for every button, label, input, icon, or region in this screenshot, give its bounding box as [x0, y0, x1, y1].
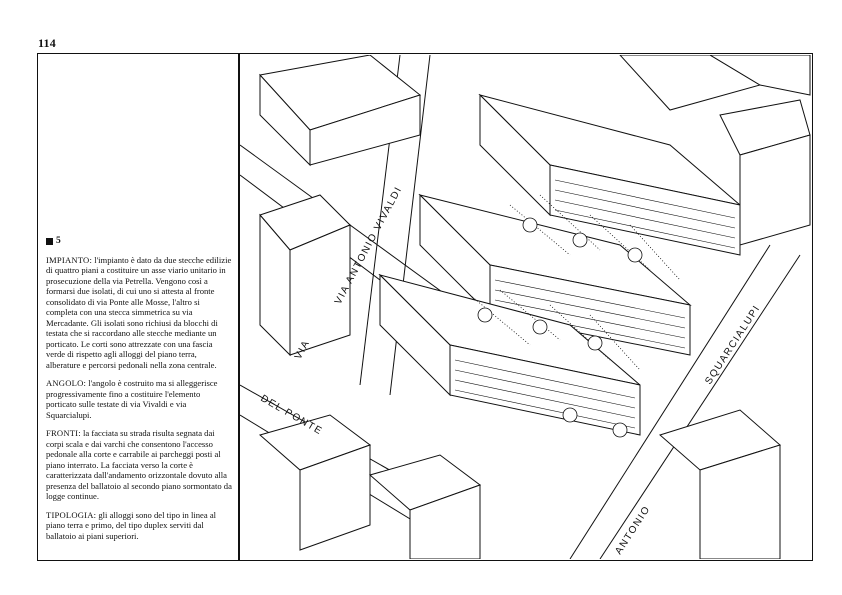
column-divider	[238, 53, 240, 561]
green-strip	[509, 194, 681, 281]
green-strip	[469, 289, 641, 371]
building	[289, 224, 351, 356]
section-marker: 5	[46, 236, 232, 247]
page-frame	[37, 53, 813, 561]
paragraph-text: gli alloggi sono del tipo in linea al pi…	[46, 509, 217, 541]
window-line	[454, 359, 636, 429]
facade-side	[379, 273, 451, 397]
facade-side	[479, 93, 551, 217]
paragraph-tipologia: TIPOLOGIA: gli alloggi sono del tipo in …	[46, 510, 232, 542]
tree-icon	[587, 335, 603, 351]
building	[739, 134, 811, 246]
building	[709, 55, 811, 96]
street-label-squarcialupi: SQUARCIALUPI	[703, 303, 763, 387]
axonometric-drawing: VIA ANTONIO VIVALDI DEL PONTE VIA SQUARC…	[240, 55, 811, 559]
building-bar-middle	[418, 193, 692, 356]
axonometric-svg: VIA ANTONIO VIVALDI DEL PONTE VIA SQUARC…	[240, 55, 811, 559]
tree-icon	[532, 319, 548, 335]
window-rows-upper	[554, 179, 736, 249]
building	[409, 484, 481, 559]
window-line	[494, 279, 686, 349]
paragraph-fronti: FRONTI: la facciata su strada risulta se…	[46, 428, 232, 502]
paragraph-lead: ANGOLO:	[46, 378, 87, 388]
paragraph-lead: TIPOLOGIA:	[46, 509, 97, 520]
paragraph-text: l'impianto è dato da due stecche edilizi…	[46, 254, 232, 370]
page-number: 114	[38, 36, 56, 50]
paragraph-text: la facciata su strada risulta segnata da…	[46, 428, 232, 501]
window-rows-middle	[494, 279, 686, 349]
paragraph-impianto: IMPIANTO: l'impianto è dato da due stecc…	[46, 255, 232, 371]
text-column: 5 IMPIANTO: l'impianto è dato da due ste…	[46, 236, 232, 549]
paragraph-text: l'angolo è costruito ma si alleggerisce …	[46, 378, 218, 420]
street-edge	[569, 244, 771, 559]
trees	[477, 217, 643, 438]
surrounding-buildings	[258, 55, 811, 559]
window-line	[554, 179, 736, 249]
section-number: 5	[56, 236, 61, 246]
building	[699, 444, 781, 559]
tree-icon	[477, 307, 493, 323]
street-edge	[599, 254, 801, 559]
paragraph-angolo: ANGOLO: l'angolo è costruito ma si alleg…	[46, 378, 232, 420]
tree-icon	[562, 407, 578, 423]
window-rows-lower	[454, 359, 636, 429]
building	[309, 94, 421, 166]
building-bar-lower	[378, 273, 641, 436]
tree-icon	[612, 422, 628, 438]
paragraph-lead: FRONTI:	[46, 428, 81, 438]
square-bullet-icon	[46, 237, 53, 245]
building-bar-upper	[478, 93, 741, 256]
tree-icon	[572, 232, 588, 248]
paragraph-lead: IMPIANTO:	[46, 254, 93, 265]
tree-icon	[627, 247, 643, 263]
tree-icon	[522, 217, 538, 233]
building	[299, 444, 371, 551]
courtyard-green	[469, 194, 681, 371]
